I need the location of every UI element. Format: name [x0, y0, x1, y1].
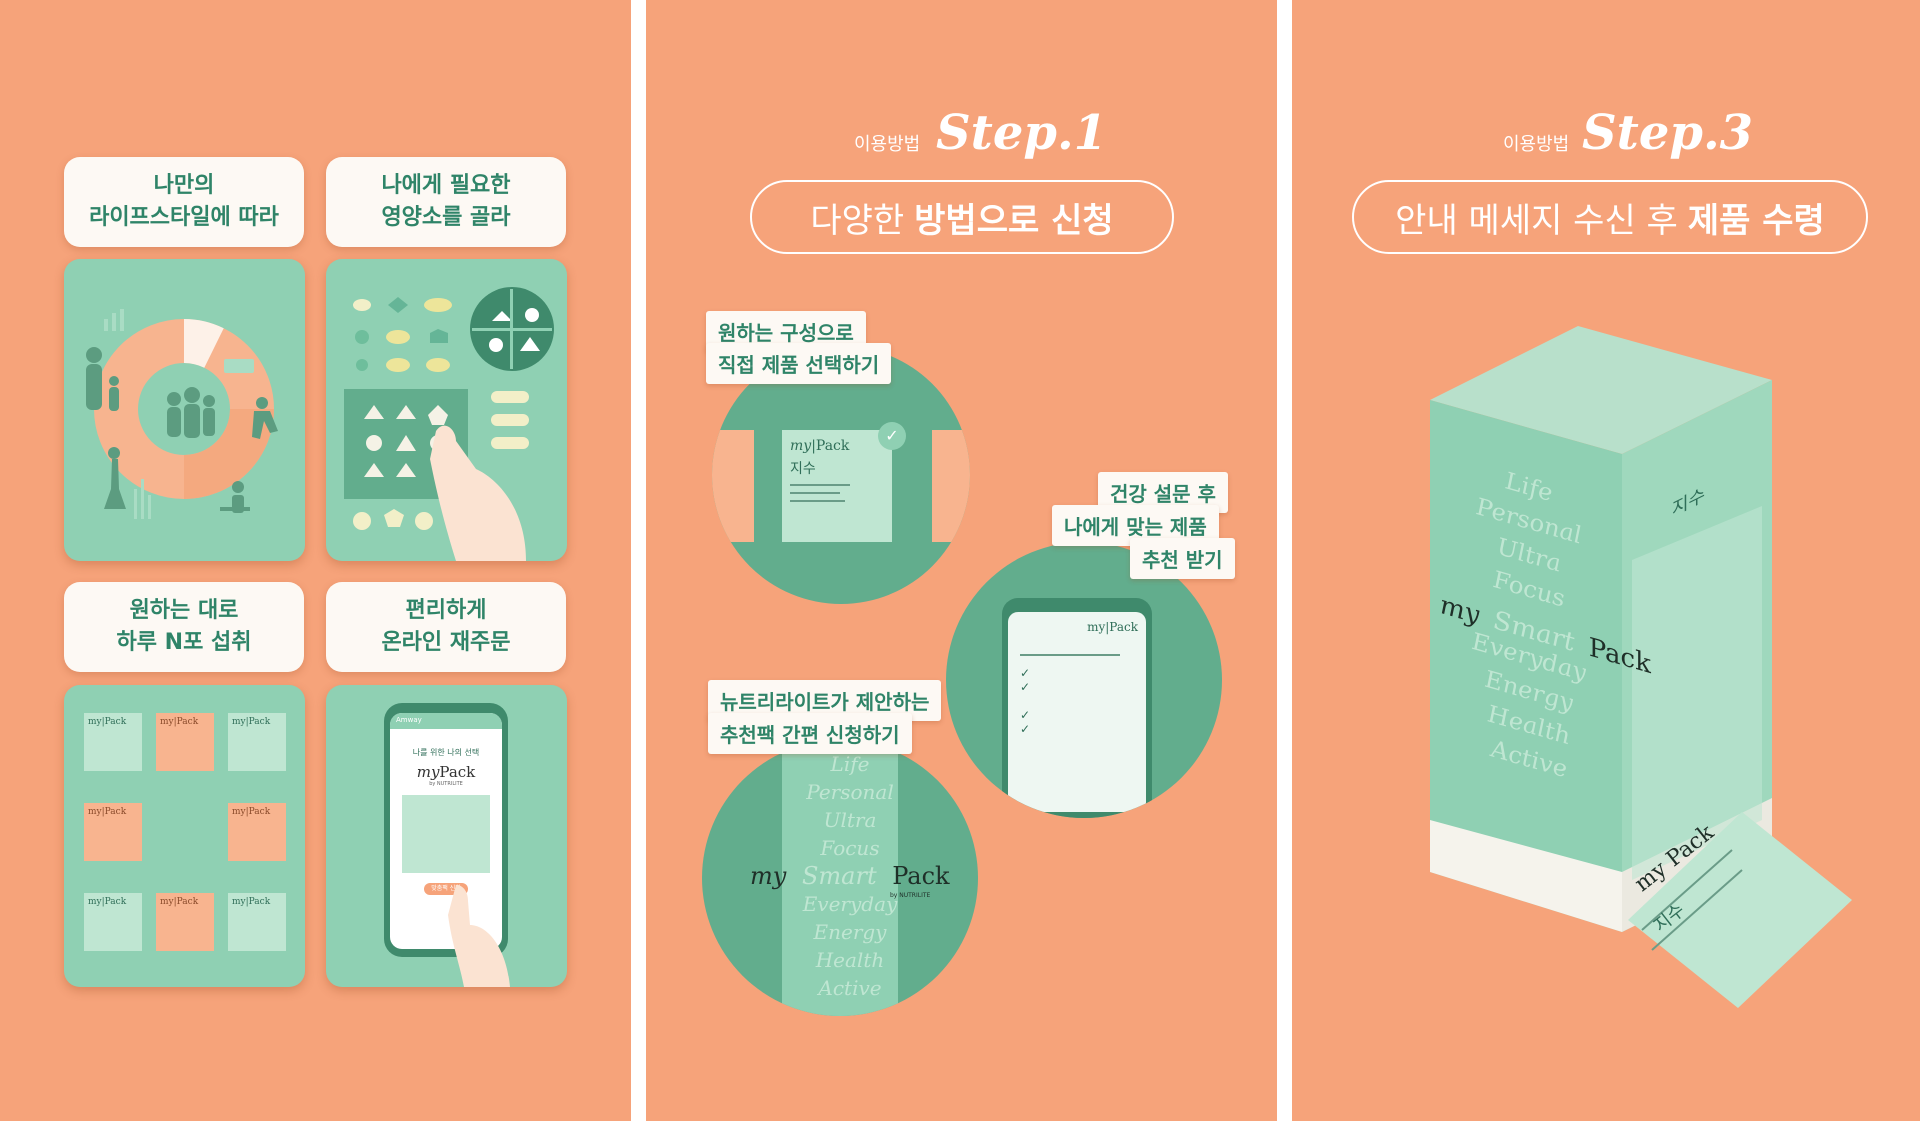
app-logo-by: by NUTRILITE	[429, 781, 463, 787]
pointing-hand	[430, 425, 526, 561]
step-title: Step.1	[936, 105, 1108, 161]
pack-sachet	[932, 430, 970, 542]
daily-packs-illustration: my|Pack my|Pack my|Pack my|Pack my|Pack …	[64, 685, 305, 987]
label-daily-packs: 원하는 대로 하루 N포 섭취	[64, 582, 304, 672]
pack-sachet: my|Pack	[228, 893, 286, 951]
pack-sachet: my|Pack	[84, 803, 142, 861]
app-brand: Amway	[390, 713, 502, 729]
hand-icon	[448, 885, 510, 987]
label-lifestyle: 나만의 라이프스타일에 따라	[64, 157, 304, 247]
product-box	[1430, 326, 1852, 1008]
app-subtitle: 나를 위한 나의 선택	[412, 748, 480, 757]
app-menu-grid[interactable]	[402, 795, 490, 873]
tag-survey-3: 추천 받기	[1130, 538, 1235, 579]
step-title: Step.3	[1582, 105, 1754, 161]
pack-sachet-selected[interactable]: my|Pack 지수	[782, 430, 892, 542]
circle-survey: my|Pack ✓✓✓✓	[946, 542, 1222, 818]
step-kicker: 이용방법	[854, 134, 921, 155]
step-kicker: 이용방법	[1503, 134, 1570, 155]
pack-sachet: my|Pack	[228, 713, 286, 771]
smart-pack-logo: my Smart Pack	[750, 862, 950, 890]
lifestyle-illustration	[64, 259, 305, 561]
pack-sachet: my|Pack	[156, 713, 214, 771]
smart-pack-by: by NUTRILITE	[890, 892, 931, 899]
circle-direct-select: my|Pack 지수 ✓	[712, 346, 970, 604]
reorder-illustration: Amway 나를 위한 나의 선택 myPack by NUTRILITE 맞춤…	[326, 685, 567, 987]
pill-organizer-icon	[470, 287, 554, 371]
label-nutrients: 나에게 필요한 영양소를 골라	[326, 157, 566, 247]
phone: Amway 나를 위한 나의 선택 myPack by NUTRILITE 맞춤…	[384, 703, 508, 957]
phone: my|Pack ✓✓✓✓	[1002, 598, 1152, 818]
pack-sachet: my|Pack	[228, 803, 286, 861]
tag-recommended-1: 뉴트리라이트가 제안하는	[708, 680, 942, 721]
people-silhouettes	[86, 347, 278, 513]
pack-sachet: my|Pack	[156, 893, 214, 951]
smart-pack-box	[782, 740, 898, 1016]
panel-features: 나만의 라이프스타일에 따라 나에게 필요한 영양소를 골라 원하는 대로 하루…	[0, 0, 631, 1121]
pack-sachet: my|Pack	[84, 713, 142, 771]
nutrients-illustration	[326, 259, 567, 561]
checklist[interactable]: ✓✓✓✓	[1020, 666, 1031, 736]
phone-screen: my|Pack ✓✓✓✓	[1008, 612, 1146, 812]
pack-name: 지수	[790, 461, 816, 477]
app-logo: myPack	[416, 763, 476, 781]
tag-direct-2: 직접 제품 선택하기	[706, 343, 892, 384]
phone-screen: Amway 나를 위한 나의 선택 myPack by NUTRILITE 맞춤…	[390, 713, 502, 949]
pack-sachet	[712, 430, 754, 542]
tag-recommended-2: 추천팩 간편 신청하기	[708, 713, 912, 754]
label-reorder: 편리하게 온라인 재주문	[326, 582, 566, 672]
pack-sachet: my|Pack	[84, 893, 142, 951]
survey-logo: my|Pack	[1087, 620, 1138, 634]
bar-decoration	[104, 309, 254, 519]
check-icon: ✓	[878, 422, 906, 450]
pill-grid	[353, 297, 452, 372]
